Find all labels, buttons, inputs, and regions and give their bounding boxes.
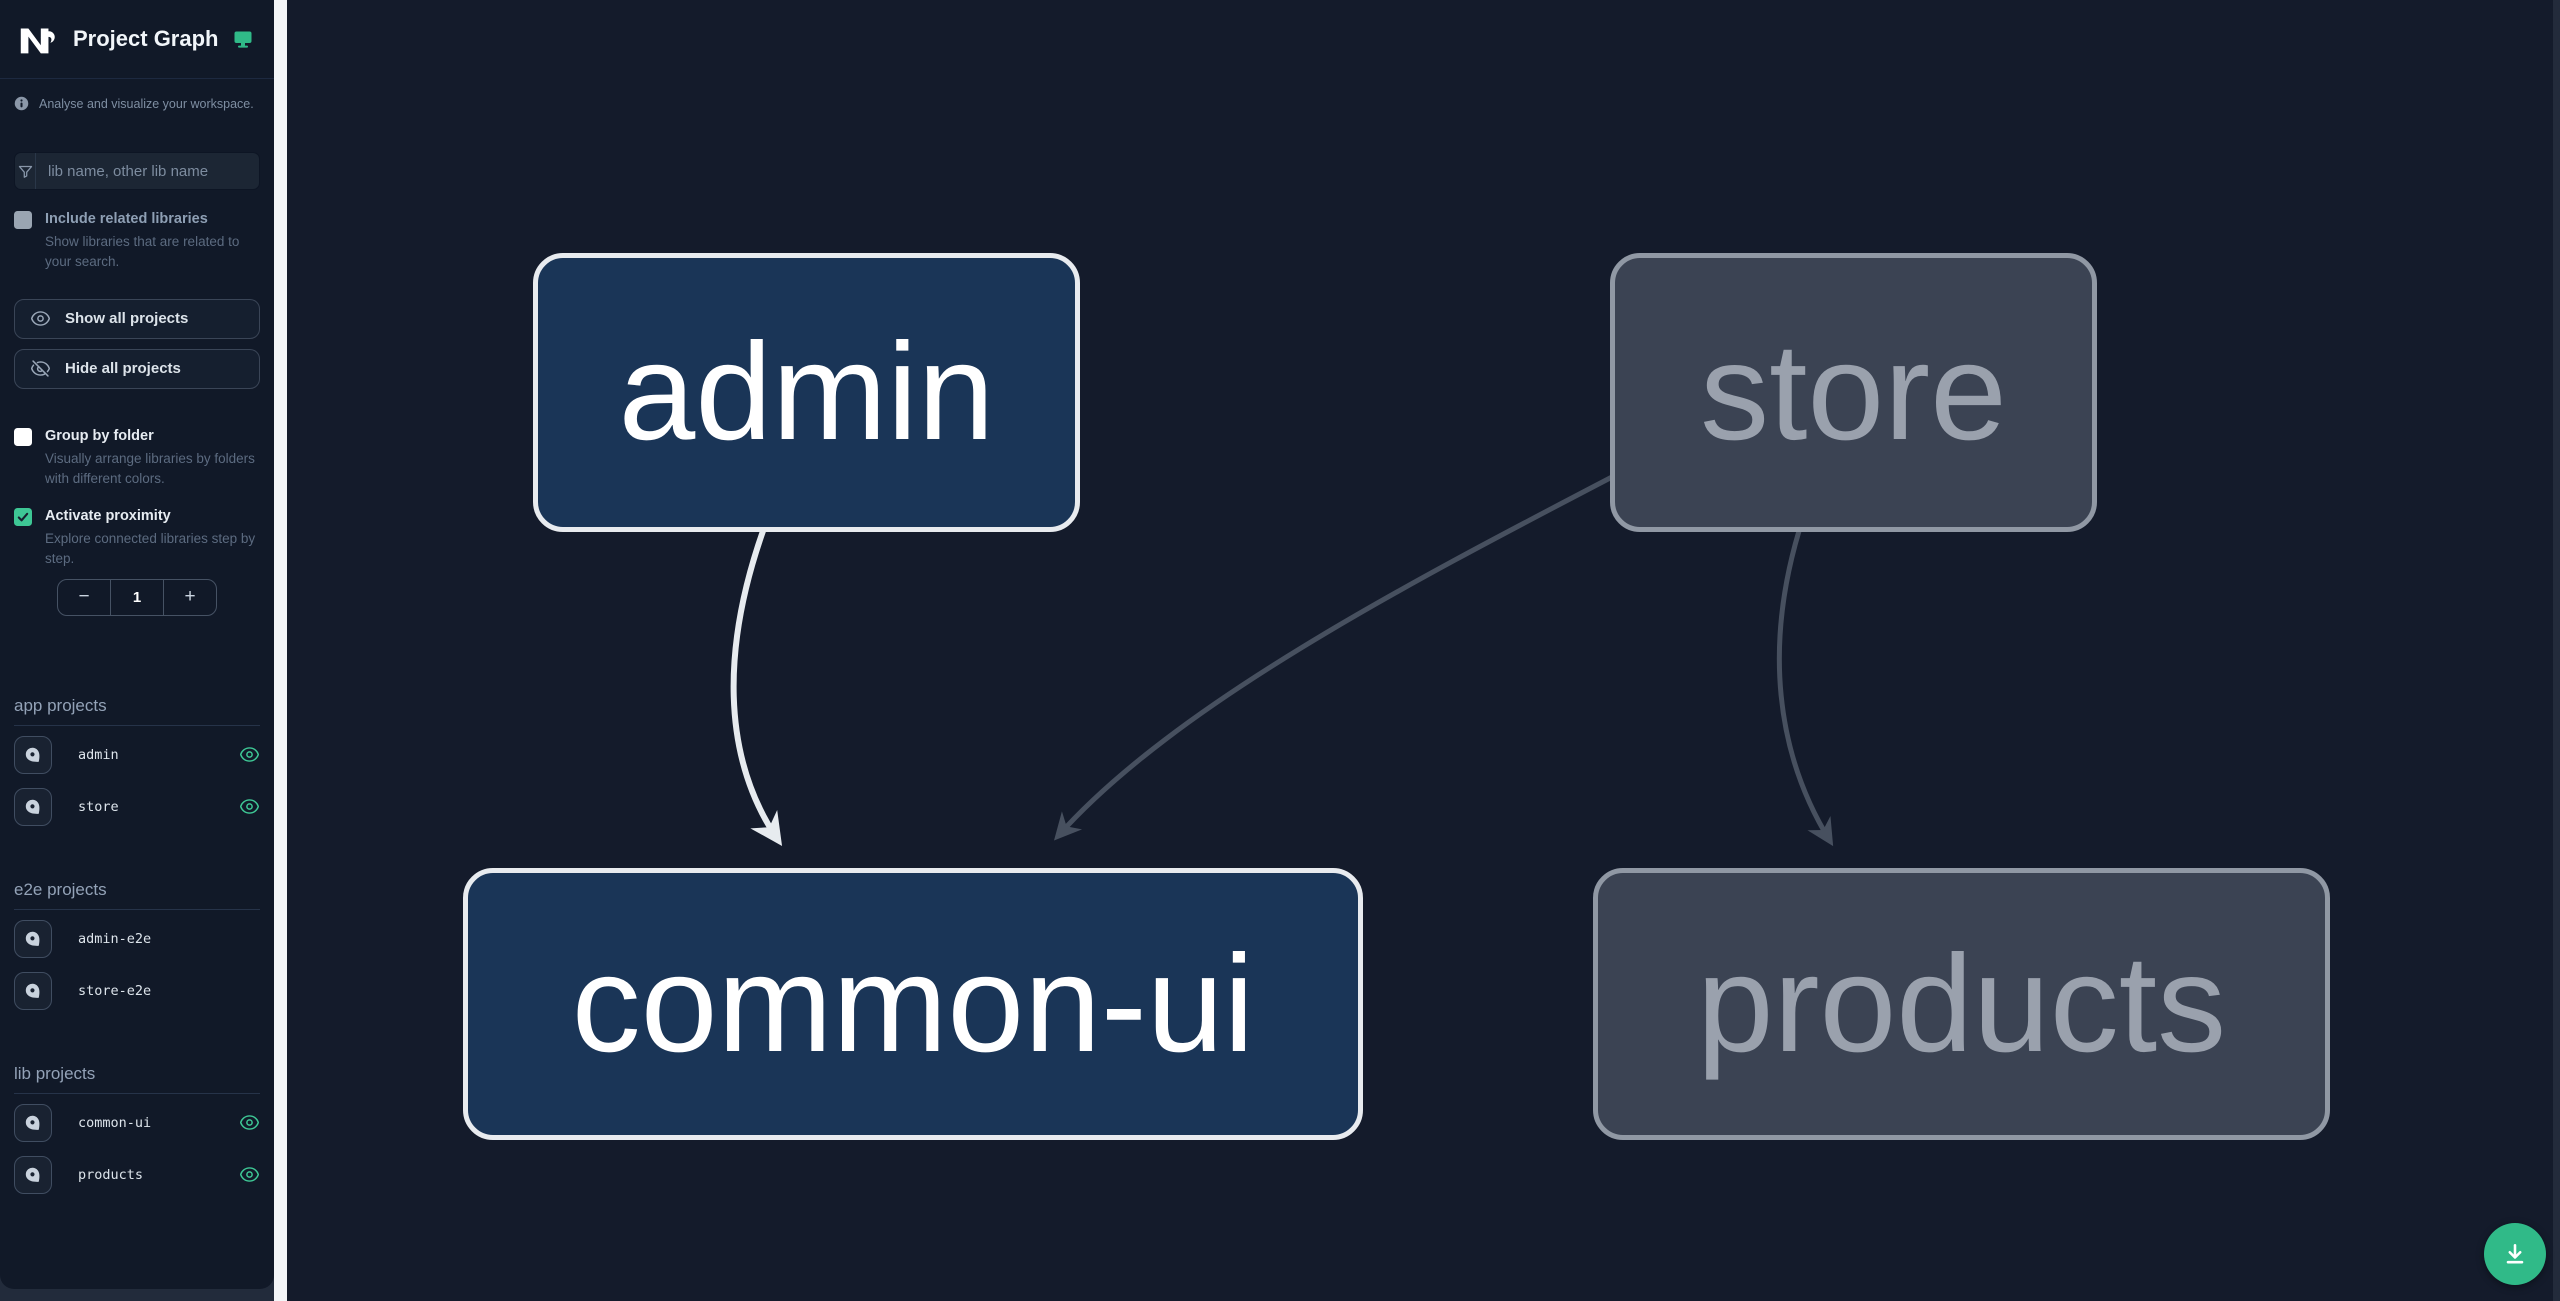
graph-node-products[interactable]: products [1593,868,2330,1140]
proximity-increment-button[interactable]: + [164,580,216,615]
option-label: Include related libraries [45,211,208,227]
visibility-eye-icon[interactable] [239,744,260,765]
show-all-projects-button[interactable]: Show all projects [14,298,260,339]
search-input[interactable] [36,153,259,189]
project-row-store-e2e: store-e2e [0,968,274,1014]
tagline-text: Analyse and visualize your workspace. [39,96,254,111]
node-label: admin [618,315,995,469]
tagline: Analyse and visualize your workspace. [0,96,274,111]
visibility-eye-icon[interactable] [239,796,260,817]
eye-off-icon [30,358,51,379]
graph-node-admin[interactable]: admin [533,253,1080,532]
option-label: Activate proximity [45,507,171,524]
option-description: Show libraries that are related to your … [45,234,240,269]
project-row-store: store [0,784,274,830]
project-row-admin: admin [0,732,274,778]
edge-admin-to-common-ui [730,530,783,846]
button-label: Hide all projects [65,360,181,378]
focus-project-button[interactable] [14,735,52,774]
button-label: Show all projects [65,310,189,328]
edge-store-to-common-ui [1054,474,1614,841]
project-name: common-ui [78,1114,152,1131]
download-icon [2501,1240,2529,1268]
visibility-eye-icon[interactable] [239,1164,260,1185]
map-pin-icon [19,1109,47,1137]
project-name: store [78,798,119,815]
proximity-decrement-button[interactable]: − [58,580,110,615]
hide-all-projects-button[interactable]: Hide all projects [14,348,260,389]
eye-icon [30,308,51,329]
focus-project-button[interactable] [14,971,52,1010]
project-name: store-e2e [78,982,152,999]
check-icon [17,512,29,522]
focus-project-button[interactable] [14,787,52,826]
node-label: common-ui [571,926,1255,1081]
proximity-stepper: − 1 + [57,578,217,616]
focus-project-button[interactable] [14,919,52,958]
search-box [14,152,260,190]
focus-project-button[interactable] [14,1103,52,1142]
node-label: store [1700,315,2007,469]
graph-node-store[interactable]: store [1610,253,2097,532]
project-row-products: products [0,1152,274,1198]
edge-store-to-products [1776,530,1834,847]
option-include-related-libraries: Include related libraries Show libraries… [0,210,274,272]
group-by-folder-checkbox[interactable] [14,427,32,446]
option-description: Visually arrange libraries by folders wi… [45,450,255,486]
map-pin-icon [19,793,47,821]
project-name: admin-e2e [78,930,152,947]
option-description: Explore connected libraries step by step… [45,530,256,566]
option-activate-proximity: Activate proximity Explore connected lib… [0,507,274,569]
option-label: Group by folder [45,427,154,444]
sidebar-resizer[interactable] [274,0,287,1301]
focus-project-button[interactable] [14,1155,52,1194]
monitor-icon[interactable] [233,29,253,49]
visibility-eye-icon[interactable] [239,1112,260,1133]
nx-logo [16,18,58,60]
section-app-projects: app projects [14,696,260,726]
include-related-checkbox[interactable] [14,211,32,229]
info-icon [14,96,29,111]
project-row-admin-e2e: admin-e2e [0,916,274,962]
map-pin-icon [19,925,47,953]
activate-proximity-checkbox[interactable] [14,507,32,526]
graph-node-common-ui[interactable]: common-ui [463,868,1363,1140]
node-label: products [1696,926,2227,1081]
map-pin-icon [19,741,47,769]
option-group-by-folder: Group by folder Visually arrange librari… [0,427,274,489]
project-row-common-ui: common-ui [0,1100,274,1146]
sidebar: Project Graph Analyse and visualize your… [0,0,274,1289]
section-e2e-projects: e2e projects [14,880,260,910]
project-name: admin [78,746,119,763]
filter-funnel-icon [15,153,36,189]
page-title: Project Graph [73,26,219,51]
download-button[interactable] [2484,1223,2546,1285]
map-pin-icon [19,1161,47,1189]
sidebar-header: Project Graph [0,0,274,79]
section-lib-projects: lib projects [14,1064,260,1094]
proximity-value: 1 [110,579,164,615]
map-pin-icon [19,977,47,1005]
project-name: products [78,1166,144,1183]
scrollbar[interactable] [2553,0,2560,1301]
